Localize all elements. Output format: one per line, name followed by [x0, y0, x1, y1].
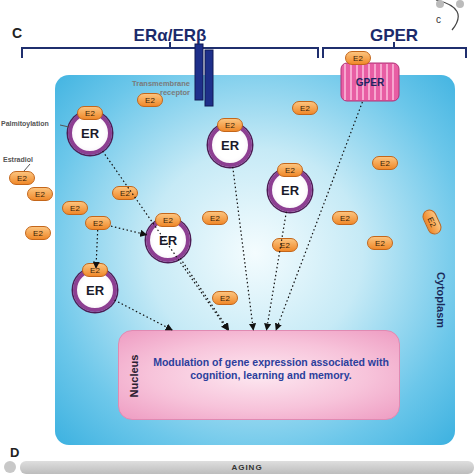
node-text: E2: [120, 189, 130, 198]
estradiol-pill: E2: [202, 211, 228, 225]
node-text: E2: [85, 109, 95, 118]
estradiol-pill: E2: [85, 216, 111, 230]
node-text: ER: [86, 283, 104, 298]
signal-arrow: [276, 102, 362, 330]
estradiol-pill: E2: [82, 263, 108, 277]
node-text: E2: [90, 266, 100, 275]
estradiol-pill: E2: [212, 291, 238, 305]
estradiol-pill: E2: [25, 226, 51, 240]
node-text: E2: [220, 294, 230, 303]
node-text: E2: [285, 166, 295, 175]
node-text: ER: [81, 126, 99, 141]
estradiol-pill: E2: [372, 156, 398, 170]
node-text: Cytoplasm: [435, 272, 447, 328]
node-text: E2: [353, 54, 363, 63]
leader-line: [24, 164, 30, 171]
estradiol-pill: E2: [112, 186, 138, 200]
node-text: E2: [35, 190, 45, 199]
signal-arrow: [233, 167, 254, 330]
node-text: E2: [145, 96, 155, 105]
node-text: ER: [281, 183, 299, 198]
group-bracket: [22, 42, 318, 58]
figure-label: ERα/ERβ: [112, 26, 228, 46]
estradiol-pill: E2: [277, 163, 303, 177]
aging-band: AGING: [20, 461, 474, 474]
node-text: E2: [17, 174, 27, 183]
node-text: E2: [380, 159, 390, 168]
estradiol-pill: E2: [217, 118, 243, 132]
estradiol-pill: E2: [292, 101, 318, 115]
figure-label: Palmitoylation: [1, 120, 49, 127]
node-text: E2: [426, 216, 438, 229]
estradiol-pill: E2: [345, 51, 371, 65]
signal-arrow: [180, 258, 228, 330]
figure-label: c: [436, 14, 441, 25]
signal-arrow: [267, 212, 287, 330]
node-text: E2: [33, 229, 43, 238]
node-text: AGING: [231, 463, 262, 472]
estradiol-pill: E2: [272, 238, 298, 252]
estradiol-pill: E2: [9, 171, 35, 185]
gper-receptor: GPER: [340, 62, 400, 102]
estradiol-pill: E2: [332, 211, 358, 225]
node-text: E2: [340, 214, 350, 223]
figure-label: Transmembrane receptor: [118, 79, 190, 97]
node-text: E2: [280, 241, 290, 250]
node-text: ER: [159, 233, 177, 248]
estradiol-pill: E2: [137, 93, 163, 107]
panel-fragment: [456, 0, 464, 8]
figure-label: GPER: [354, 26, 434, 46]
cell-body: CytoplasmE2ERE2ERE2GPERE2ERE2E2E2E2E2E2E…: [55, 75, 455, 445]
estradiol-pill: E2: [27, 187, 53, 201]
figure-label: C: [12, 25, 22, 41]
nucleus-box: Nucleus Modulation of gene expression ass…: [118, 330, 400, 420]
estradiol-pill: E2: [77, 106, 103, 120]
node-text: GPER: [356, 77, 384, 88]
signal-arrow: [115, 300, 173, 330]
node-text: E2: [300, 104, 310, 113]
figure-label: D: [10, 445, 19, 460]
node-text: ER: [221, 138, 239, 153]
band-knob: [4, 461, 16, 473]
node-text: E2: [93, 219, 103, 228]
node-text: E2: [70, 204, 80, 213]
node-text: E2: [163, 216, 173, 225]
estradiol-pill: E2: [367, 236, 393, 250]
estradiol-pill: E2: [62, 201, 88, 215]
panel-fragment: [436, 0, 444, 8]
signal-arrow: [96, 230, 98, 268]
signal-arrow: [103, 151, 228, 330]
node-text: E2: [375, 239, 385, 248]
estradiol-pill: E2: [420, 207, 444, 236]
node-text: E2: [210, 214, 220, 223]
panel-fragment: [436, 0, 458, 30]
node-text: Nucleus: [128, 355, 140, 398]
figure-label: Estradiol: [3, 156, 33, 163]
signal-arrow: [111, 226, 147, 235]
estradiol-pill: E2: [155, 213, 181, 227]
node-text: E2: [225, 121, 235, 130]
node-text: Modulation of gene expression associated…: [153, 356, 389, 382]
